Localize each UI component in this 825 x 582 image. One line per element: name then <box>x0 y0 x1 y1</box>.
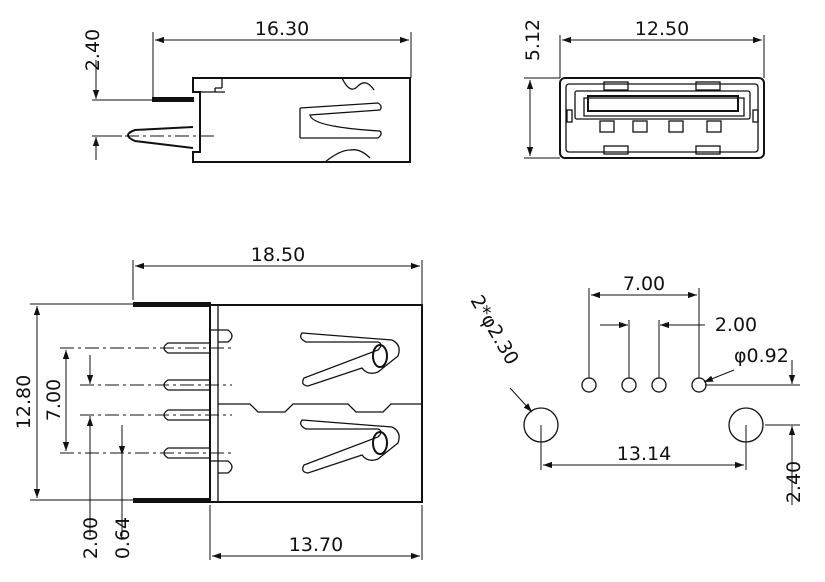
top-pin-offset-label: 0.64 <box>112 517 134 559</box>
side-pin-offset-label: 2.40 <box>82 29 104 71</box>
pcb-footprint: 7.00 2.00 φ0.92 2*φ2.30 13.14 2.40 <box>466 273 805 505</box>
signal-pins <box>60 342 232 459</box>
top-pin-span-label: 7.00 <box>43 379 65 421</box>
fp-mount-hole-label: 2*φ2.30 <box>466 292 523 369</box>
front-view: 12.50 5.12 <box>522 18 765 159</box>
fp-pin-span-label: 7.00 <box>623 273 665 295</box>
top-width-label: 12.80 <box>13 375 35 429</box>
top-view: 18.50 12.80 7.00 2.00 0.64 13.70 <box>13 244 423 560</box>
front-width-label: 12.50 <box>635 18 689 40</box>
front-height-label: 5.12 <box>522 19 544 61</box>
fp-pin-hole-label: φ0.92 <box>734 345 789 367</box>
top-body-length-label: 13.70 <box>289 534 343 556</box>
top-length-label: 18.50 <box>251 244 305 266</box>
side-view: 16.30 2.40 <box>82 18 412 163</box>
side-length-label: 16.30 <box>255 18 309 40</box>
fp-mount-offset-label: 2.40 <box>783 461 805 503</box>
top-pin-pitch-label: 2.00 <box>80 517 102 559</box>
fp-pin-pitch-label: 2.00 <box>715 314 757 336</box>
fp-mount-span-label: 13.14 <box>617 443 671 465</box>
